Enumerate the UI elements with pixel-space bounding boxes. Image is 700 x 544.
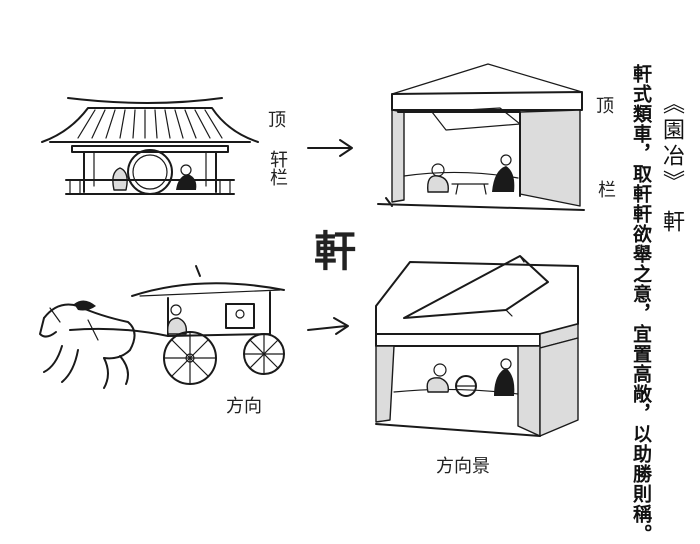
sketch-canvas: [39, 63, 585, 437]
box-pavilion-sketch: [377, 63, 585, 211]
arrow-top: [307, 139, 353, 157]
carriage-sketch: [39, 265, 285, 389]
pavilion-sketch: [41, 97, 259, 195]
source-title: 《園冶》: [659, 92, 684, 196]
quote-text: 軒式類車，取軒軒欲舉之意，宜置高敞，以助勝則稱。: [630, 64, 652, 544]
label-roof-right: 顶: [596, 96, 614, 117]
raised-pavilion-sketch: [375, 255, 579, 437]
subject-title: 軒: [659, 210, 684, 236]
sketch-diagram: 《園冶》軒 軒式類車，取軒軒欲舉之意，宜置高敞，以助勝則稱。 軒 顶 轩栏 顶 …: [39, 63, 687, 544]
label-carriage: 方向: [226, 396, 262, 417]
label-roof-left: 顶: [268, 110, 286, 131]
side-title: 《園冶》軒: [655, 92, 687, 236]
label-carriage-scene: 方向景: [436, 456, 490, 477]
label-railing-right: 栏: [598, 180, 616, 201]
arrow-bottom: [307, 317, 349, 335]
center-glyph: 軒: [314, 227, 357, 276]
label-railing-left: 轩栏: [267, 150, 288, 186]
